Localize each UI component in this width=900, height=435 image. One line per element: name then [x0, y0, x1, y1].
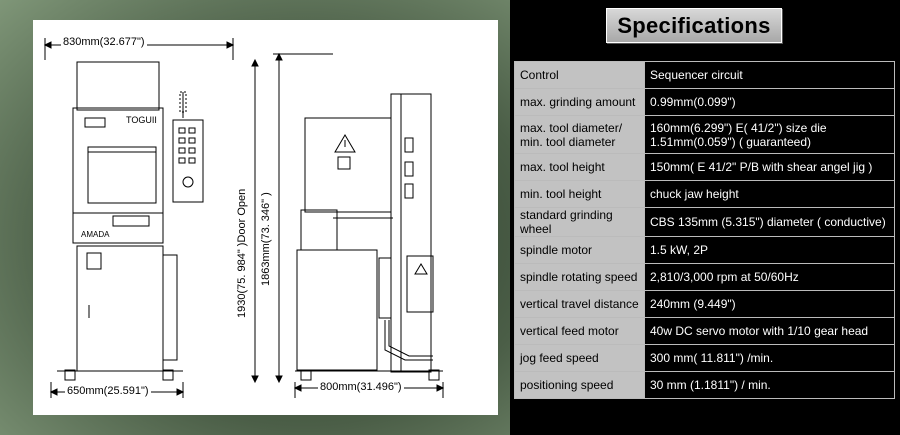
spec-label: standard grinding wheel: [514, 207, 645, 237]
spec-value: CBS 135mm (5.315") diameter ( conductive…: [644, 207, 895, 237]
spec-label-line: standard grinding wheel: [520, 208, 613, 236]
spec-value: 240mm (9.449"): [644, 290, 895, 318]
spec-label-line: jog feed speed: [520, 351, 599, 365]
spec-value: chuck jaw height: [644, 180, 895, 208]
maker-label: AMADA: [81, 230, 110, 239]
spec-value: 2,810/3,000 rpm at 50/60Hz: [644, 263, 895, 291]
spec-value-line: chuck jaw height: [650, 187, 739, 201]
spec-label-line: spindle motor: [520, 243, 593, 257]
spec-value-line: 0.99mm(0.099"): [650, 95, 736, 109]
spec-row: min. tool height chuck jaw height: [514, 180, 895, 208]
spec-label-line: vertical travel distance: [520, 297, 639, 311]
spec-value: 40w DC servo motor with 1/10 gear head: [644, 317, 895, 345]
spec-label-line: min. tool diameter: [520, 134, 616, 149]
specifications-table: Control Sequencer circuit max. grinding am…: [514, 61, 895, 399]
spec-value-line: 150mm( E 41/2" P/B with shear angel jig …: [650, 160, 873, 174]
spec-label: max. tool diameter/min. tool diameter: [514, 115, 645, 154]
spec-label: spindle rotating speed: [514, 263, 645, 291]
spec-label: jog feed speed: [514, 344, 645, 372]
spec-label: max. grinding amount: [514, 88, 645, 116]
spec-label: Control: [514, 61, 645, 89]
spec-label: min. tool height: [514, 180, 645, 208]
spec-row: vertical feed motor 40w DC servo motor wi…: [514, 317, 895, 345]
spec-row: max. tool height 150mm( E 41/2" P/B with …: [514, 153, 895, 181]
side-column: [390, 93, 432, 373]
front-lower-cabinet: [76, 245, 164, 372]
spec-row: positioning speed 30 mm (1.1811") / min.: [514, 371, 895, 399]
spec-label-line: Control: [520, 68, 559, 82]
dim-width-front: 830mm(32.677"): [61, 36, 147, 48]
front-control-panel: [172, 119, 204, 203]
spec-value-line: 40w DC servo motor with 1/10 gear head: [650, 324, 869, 338]
spec-value-line: 2,810/3,000 rpm at 50/60Hz: [650, 270, 799, 284]
spec-value-line: CBS 135mm (5.315") diameter ( conductive…: [650, 215, 886, 229]
front-window: [87, 146, 157, 204]
spec-label-line: positioning speed: [520, 378, 614, 392]
front-top-cabinet: [76, 61, 160, 111]
spec-label-line: max. tool diameter/: [520, 120, 623, 135]
side-lower-cabinet: [296, 249, 378, 371]
spec-label: spindle motor: [514, 236, 645, 264]
spec-row: jog feed speed 300 mm( 11.811") /min.: [514, 344, 895, 372]
spec-value-line: 300 mm( 11.811") /min.: [650, 351, 774, 365]
technical-drawing: 830mm(32.677") 650mm(25.591") 800mm(31.4…: [33, 20, 498, 415]
spec-value: 0.99mm(0.099"): [644, 88, 895, 116]
spec-value-line: 1.5 kW, 2P: [650, 243, 709, 257]
spec-row: vertical travel distance 240mm (9.449"): [514, 290, 895, 318]
brand-label: TOGUII: [124, 115, 159, 125]
spec-value: 30 mm (1.1811") / min.: [644, 371, 895, 399]
dim-width-bottom-left: 650mm(25.591"): [65, 385, 151, 397]
spec-value-line: 240mm (9.449"): [650, 297, 736, 311]
spec-row: spindle rotating speed 2,810/3,000 rpm at…: [514, 263, 895, 291]
spec-value-line: 30 mm (1.1811") / min.: [650, 378, 771, 392]
specifications-title: Specifications: [606, 8, 782, 43]
spec-value-line: 160mm(6.299") E( 41/2") size die: [650, 120, 827, 135]
side-upper-box: [304, 117, 392, 213]
dim-height-total: 1863mm(73. 346" ): [260, 190, 272, 288]
spec-row: standard grinding wheel CBS 135mm (5.315"…: [514, 207, 895, 237]
spec-row: max. grinding amount 0.99mm(0.099"): [514, 88, 895, 116]
spec-value: Sequencer circuit: [644, 61, 895, 89]
spec-label: vertical feed motor: [514, 317, 645, 345]
spec-label-line: vertical feed motor: [520, 324, 619, 338]
spec-label: positioning speed: [514, 371, 645, 399]
dim-width-bottom-right: 800mm(31.496"): [318, 381, 404, 393]
spec-label-line: min. tool height: [520, 187, 602, 201]
spec-label: max. tool height: [514, 153, 645, 181]
spec-row: Control Sequencer circuit: [514, 61, 895, 89]
spec-row: spindle motor 1.5 kW, 2P: [514, 236, 895, 264]
spec-value: 150mm( E 41/2" P/B with shear angel jig …: [644, 153, 895, 181]
spec-value: 1.5 kW, 2P: [644, 236, 895, 264]
spec-value: 300 mm( 11.811") /min.: [644, 344, 895, 372]
spec-label-line: max. grinding amount: [520, 95, 636, 109]
spec-label-line: max. tool height: [520, 160, 605, 174]
drawing-panel: 830mm(32.677") 650mm(25.591") 800mm(31.4…: [0, 0, 510, 435]
spec-label-line: spindle rotating speed: [520, 270, 638, 284]
spec-value-line: 1.51mm(0.059") ( guaranteed): [650, 134, 812, 149]
dim-height-door-open: 1930(75. 984" )Door Open: [236, 186, 248, 320]
spec-value-line: Sequencer circuit: [650, 68, 743, 82]
specifications-table-body: Control Sequencer circuit max. grinding am…: [514, 61, 895, 399]
spec-label: vertical travel distance: [514, 290, 645, 318]
specifications-panel: Specifications Control Sequencer circuit m…: [510, 0, 900, 435]
